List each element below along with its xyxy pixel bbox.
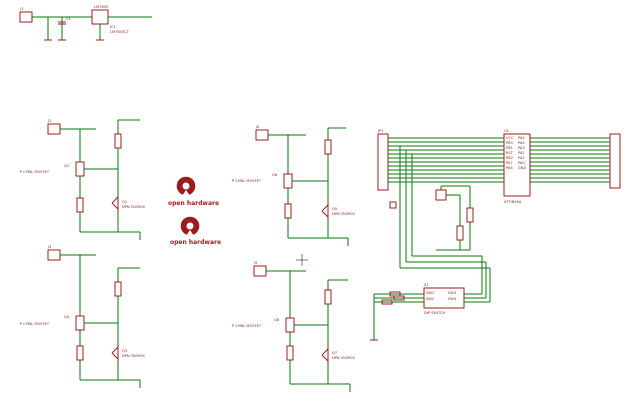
mcu-pin-label: PA7 xyxy=(506,161,513,165)
channel-4-transistor-name: Q7 xyxy=(332,351,337,355)
channel-3-connector-label: J4 xyxy=(255,125,260,129)
mcu-pin-label: PA2 xyxy=(518,151,525,155)
mcu-value: ATTINY84 xyxy=(504,200,522,204)
channel-2-mosfet[interactable] xyxy=(75,315,85,331)
channel-2-transistor-name: Q3 xyxy=(122,349,127,353)
mcu-pin-label: PB2 xyxy=(506,156,513,160)
mcu-pin-label: PB1 xyxy=(506,146,513,150)
channel-1-transistor-name: Q1 xyxy=(122,200,127,204)
channel-1-mosfet[interactable] xyxy=(75,161,85,177)
channel-2-transistor-value: NPN 2N3904 xyxy=(122,354,146,358)
channel-4-mosfet-name: Q8 xyxy=(274,318,280,322)
channel-3-transistor-name: Q5 xyxy=(332,207,337,211)
channel-4-connector-label: J5 xyxy=(253,261,257,265)
regulator-label: LM7805 xyxy=(94,5,108,9)
dip-pin-label: SW4 xyxy=(448,297,457,301)
mcu-name: U1 xyxy=(504,129,509,133)
open-hardware-logo-2: open hardware xyxy=(170,216,221,246)
mcu-pin-labels: VCC PB0 PB1 RST PB2 PA7 PA6 PA5 PA4 PA3 … xyxy=(506,136,526,170)
channel-4-mosfet[interactable] xyxy=(285,317,295,333)
middle-resistor-network xyxy=(435,185,474,251)
channel-1-mosfet-value: P CHNL MOSFET xyxy=(20,170,50,174)
mcu-pin-label: PA6 xyxy=(506,166,513,170)
power-section: J1 C1 LM7805 IC1 LM7805CT xyxy=(19,5,152,41)
header-connector[interactable]: JP1 xyxy=(377,129,389,191)
crosshair-cursor-icon xyxy=(296,254,308,266)
channel-4-transistor-value: NPN 2N3904 xyxy=(332,356,356,360)
channel-2: J3 P CHNL MOSFET Q4 Q3 NPN 2N3904 xyxy=(20,245,146,388)
regulator-value: LM7805CT xyxy=(110,30,130,34)
channel-3-mosfet[interactable] xyxy=(283,173,293,189)
dip-name: S1 xyxy=(424,283,429,287)
channel-1-transistor-value: NPN 2N3904 xyxy=(122,205,146,209)
dip-pin-label: SW1 xyxy=(426,291,434,295)
channel-3-mosfet-name: Q6 xyxy=(272,173,278,177)
dip-pin-label: SW2 xyxy=(426,297,434,301)
dip-switch[interactable]: S1 DIP SWITCH SW1 SW2 SW3 SW4 xyxy=(370,283,490,341)
jumper-connector[interactable] xyxy=(435,189,447,201)
channel-1-connector[interactable] xyxy=(47,123,61,135)
channel-2-mosfet-name: Q4 xyxy=(64,315,70,319)
regulator-name: IC1 xyxy=(110,25,116,29)
dip-pin-label: SW3 xyxy=(448,291,456,295)
open-hardware-logo-1: open hardware xyxy=(168,176,219,207)
mcu-pin-label: RST xyxy=(506,151,514,155)
channel-4-connector[interactable] xyxy=(253,265,267,277)
channel-3-transistor-value: NPN 2N3904 xyxy=(332,212,356,216)
capacitor-label: C1 xyxy=(66,17,71,21)
power-connector-label: J1 xyxy=(19,7,23,11)
power-connector[interactable] xyxy=(19,11,33,23)
microcontroller[interactable]: U1 ATTINY84 xyxy=(503,129,531,204)
mcu-pin-label: PA3 xyxy=(518,146,525,150)
mcu-pin-label: PB0 xyxy=(506,141,514,145)
header-value-marker xyxy=(389,201,397,209)
channel-4: J5 P CHNL MOSFET Q8 Q7 NPN 2N3904 xyxy=(232,261,356,392)
header-name: JP1 xyxy=(377,129,384,133)
mcu-pin-label: VCC xyxy=(506,136,514,140)
channel-3-mosfet-value: P CHNL MOSFET xyxy=(232,179,262,183)
logo-1-text: open hardware xyxy=(168,200,219,207)
mcu-pin-label: GND xyxy=(518,166,526,170)
voltage-regulator[interactable] xyxy=(91,9,109,25)
channel-1: J2 P CHNL MOSFET Q2 Q1 NPN 2N3904 xyxy=(20,119,146,240)
header-value-group xyxy=(389,201,397,209)
mcu-pin-label: PA5 xyxy=(518,136,525,140)
channel-3: J4 P CHNL MOSFET Q6 Q5 NPN 2N3904 xyxy=(232,125,356,246)
mcu-pin-label: PA0 xyxy=(518,161,525,165)
channel-2-connector-label: J3 xyxy=(47,245,51,249)
channel-1-connector-label: J2 xyxy=(47,119,51,123)
dip-value: DIP SWITCH xyxy=(424,311,446,315)
logo-2-text: open hardware xyxy=(170,239,221,246)
mcu-pin-label: PA1 xyxy=(518,156,525,160)
channel-1-mosfet-name: Q2 xyxy=(64,164,69,168)
right-connector[interactable] xyxy=(609,133,621,189)
channel-2-connector[interactable] xyxy=(47,249,61,261)
channel-3-connector[interactable] xyxy=(255,129,269,141)
channel-2-mosfet-value: P CHNL MOSFET xyxy=(20,322,50,326)
channel-4-mosfet-value: P CHNL MOSFET xyxy=(232,324,262,328)
bus-wires xyxy=(388,137,610,302)
mcu-pin-label: PA4 xyxy=(518,141,525,145)
